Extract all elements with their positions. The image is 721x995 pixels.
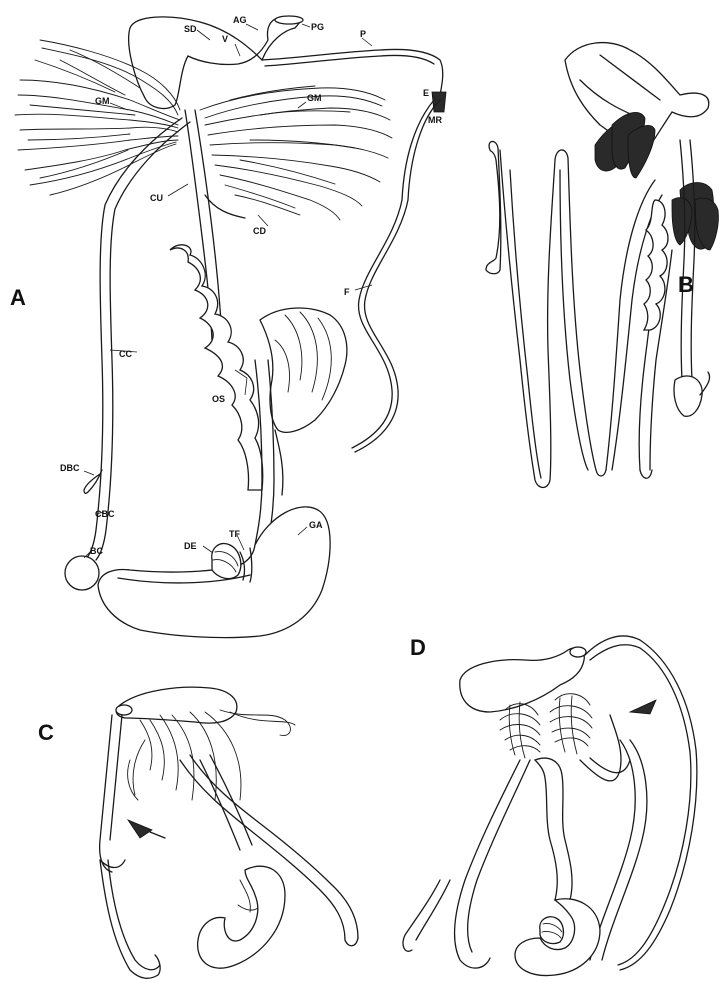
label-gm-right: GM bbox=[307, 93, 322, 103]
label-bc: BC bbox=[90, 546, 103, 556]
label-gm-left: GM bbox=[95, 96, 110, 106]
label-dbc: DBC bbox=[60, 463, 80, 473]
label-tf: TF bbox=[229, 529, 240, 539]
prostate-coils bbox=[260, 308, 347, 432]
panel-d-gland-right bbox=[550, 694, 592, 754]
label-f: F bbox=[344, 287, 350, 297]
label-cu: CU bbox=[150, 193, 163, 203]
panel-d-arrow bbox=[630, 700, 656, 714]
panel-b-oviduct bbox=[644, 200, 668, 330]
label-p: P bbox=[360, 29, 366, 39]
penis-tube bbox=[262, 49, 443, 95]
panel-c-albumen bbox=[116, 687, 237, 723]
label-sd: SD bbox=[184, 24, 197, 34]
muscle-retractor bbox=[432, 92, 446, 112]
panel-b-drawing bbox=[486, 43, 718, 488]
label-cbc: CBC bbox=[95, 509, 115, 519]
panel-d-albumen bbox=[460, 648, 584, 712]
label-e: E bbox=[423, 88, 429, 98]
dart-sac bbox=[212, 543, 241, 578]
panel-c-atrium bbox=[198, 866, 285, 968]
folded-tube-1 bbox=[486, 141, 501, 273]
panel-c-drawing bbox=[100, 687, 358, 978]
gland-mass-right bbox=[200, 86, 392, 220]
label-os: OS bbox=[212, 394, 225, 404]
panel-a-drawing bbox=[15, 16, 446, 638]
label-cc: CC bbox=[119, 349, 132, 359]
panel-d-flagellum bbox=[585, 636, 697, 970]
panel-label-d: D bbox=[410, 635, 426, 660]
panel-c-arrow bbox=[128, 820, 152, 838]
panel-d-dart-sac bbox=[540, 917, 564, 944]
label-pg: PG bbox=[311, 22, 324, 32]
panel-label-a: A bbox=[10, 285, 26, 310]
panel-d-drawing bbox=[403, 636, 697, 976]
label-cd: CD bbox=[253, 226, 266, 236]
panel-label-c: C bbox=[38, 720, 54, 745]
label-v: V bbox=[222, 34, 228, 44]
panel-d-oviduct bbox=[535, 758, 572, 900]
albumen-gland bbox=[129, 17, 300, 109]
label-mr: MR bbox=[428, 115, 442, 125]
prostate-gland-opening bbox=[275, 16, 303, 24]
panel-label-b: B bbox=[678, 272, 694, 297]
spermoviduct bbox=[170, 245, 263, 490]
label-ga: GA bbox=[309, 520, 323, 530]
label-ag: AG bbox=[233, 15, 247, 25]
copulatory-canal bbox=[85, 118, 182, 560]
label-de: DE bbox=[184, 541, 197, 551]
bursa-copulatrix bbox=[65, 556, 99, 590]
